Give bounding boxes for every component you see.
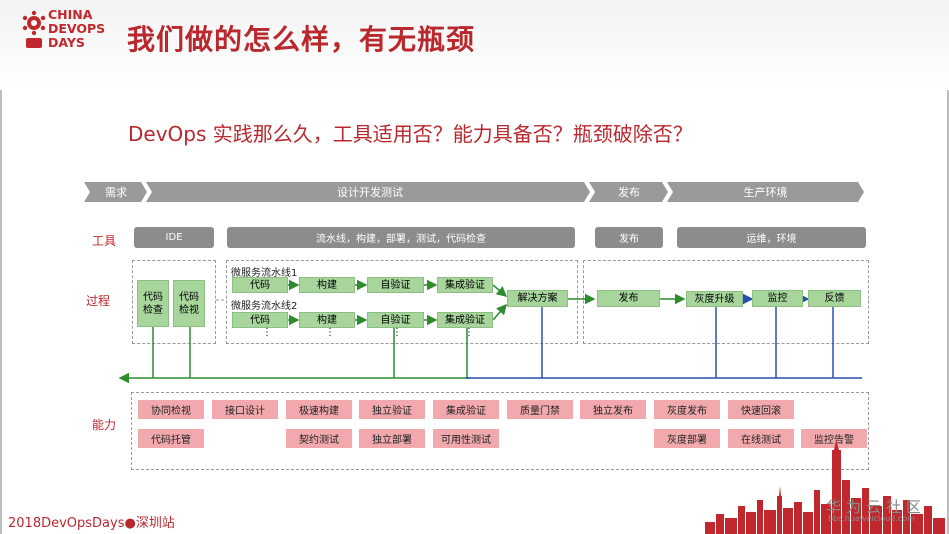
cap-integration-verify: 集成验证: [433, 400, 499, 419]
cap-contract-test: 契约测试: [286, 429, 352, 448]
ellipsis-self-verify: ⋮: [392, 327, 402, 338]
phase-production: 生产环境: [743, 186, 788, 199]
process-solution: 解决方案: [507, 290, 568, 307]
phase-arrow-demand: [84, 182, 147, 202]
cap-gray-deploy: 灰度部署: [654, 429, 720, 448]
city-skyline-icon: [705, 440, 945, 534]
process-monitor: 监控: [752, 290, 803, 307]
footer-event: 2018DevOpsDays●深圳站: [8, 516, 175, 531]
logo-line-devops: DEVOPS: [48, 21, 106, 36]
row-label-process: 过程: [86, 294, 111, 308]
cap-fast-rollback: 快速回滚: [728, 400, 794, 419]
process-group-production: [583, 260, 869, 344]
row-label-tools: 工具: [92, 234, 117, 248]
page-subtitle: DevOps 实践那么久，工具适用否？能力具备否？瓶颈破除否？: [128, 122, 693, 146]
process-feedback: 反馈: [808, 290, 861, 307]
cap-independent-verify: 独立验证: [359, 400, 425, 419]
slide-border-left: [0, 0, 2, 534]
watermark-text: 华为云社区: [826, 498, 927, 516]
process-group-code: [132, 260, 216, 344]
cap-fast-build: 极速构建: [286, 400, 352, 419]
p2-code: 代码: [232, 312, 288, 328]
cap-interface-design: 接口设计: [212, 400, 278, 419]
ellipsis-build: ⋮: [325, 327, 335, 338]
pipeline1-label: 微服务流水线1: [231, 268, 298, 279]
cap-quality-gate: 质量门禁: [507, 400, 573, 419]
phase-arrow-dev: [146, 182, 590, 202]
cap-online-test: 在线测试: [728, 429, 794, 448]
slide-border-right: [947, 0, 949, 534]
cap-availability-test: 可用性测试: [433, 429, 499, 448]
header-band: [0, 0, 949, 90]
ellipsis-code: ⋮: [262, 327, 272, 338]
capability-group: [131, 392, 869, 470]
p1-code: 代码: [232, 277, 288, 293]
p1-self-verify: 自验证: [367, 277, 424, 293]
phase-release: 发布: [618, 186, 640, 199]
process-release: 发布: [597, 290, 660, 307]
p2-build: 构建: [299, 312, 355, 328]
logo-line-days: DAYS: [48, 35, 85, 50]
phase-dev-test: 设计开发测试: [337, 186, 403, 199]
p2-integration: 集成验证: [437, 312, 493, 328]
row-label-capability: 能力: [92, 418, 117, 432]
logo-text: CHINA DEVOPS DAYS: [48, 8, 118, 50]
cap-code-hosting: 代码托管: [138, 429, 204, 448]
tool-release: 发布: [595, 227, 663, 248]
watermark-url: bbs.huaweicloud.com: [828, 514, 915, 523]
tool-ops: 运维，环境: [677, 227, 866, 248]
tool-ide: IDE: [134, 227, 214, 248]
cap-gray-release: 灰度发布: [654, 400, 720, 419]
ellipsis-integration: ⋮: [464, 327, 474, 338]
process-gray-upgrade: 灰度升级: [686, 291, 743, 307]
process-group-pipeline: [226, 260, 578, 344]
p1-build: 构建: [299, 277, 355, 293]
process-code-check: 代码 检查: [137, 280, 169, 327]
page-title: 我们做的怎么样，有无瓶颈: [127, 23, 476, 56]
phase-demand: 需求: [105, 186, 127, 199]
cap-collab-review: 协同检视: [138, 400, 204, 419]
phase-arrow-bar: [84, 182, 864, 202]
cap-monitor-alert: 监控告警: [801, 429, 867, 448]
pipeline2-label: 微服务流水线2: [231, 301, 298, 312]
tool-pipeline: 流水线，构建，部署，测试，代码检查: [227, 227, 575, 248]
process-code-review: 代码 检视: [173, 280, 205, 327]
cap-independent-release: 独立发布: [580, 400, 646, 419]
phase-arrow-release: [589, 182, 668, 202]
logo-line-china: CHINA: [48, 7, 93, 22]
p1-integration: 集成验证: [437, 277, 493, 293]
phase-arrow-production: [667, 182, 864, 202]
p2-self-verify: 自验证: [367, 312, 424, 328]
cap-independent-deploy: 独立部署: [359, 429, 425, 448]
devops-logo-icon: [22, 10, 46, 48]
